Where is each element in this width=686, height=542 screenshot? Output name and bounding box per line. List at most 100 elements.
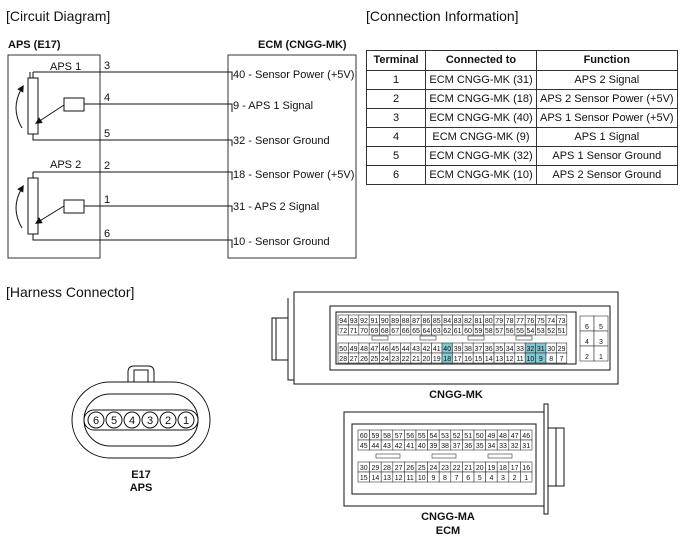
- mk-side-pin-label: 5: [599, 324, 603, 331]
- ecm-terminal-10: 10 - Sensor Ground: [233, 236, 330, 248]
- mk-pin-label: 65: [412, 328, 420, 335]
- mk-pin-label: 16: [464, 356, 472, 363]
- mk-pin-label: 81: [475, 318, 483, 325]
- mk-pin-label: 91: [371, 318, 379, 325]
- wire-pin3: [100, 71, 233, 80]
- mk-pin-label: 51: [558, 328, 566, 335]
- ecm-terminal-18: 18 - Sensor Power (+5V): [233, 169, 354, 181]
- mk-pin-label: 33: [516, 346, 524, 353]
- cell-connected-to: ECM CNGG-MK (40): [425, 108, 537, 128]
- cell-function: APS 2 Signal: [536, 70, 678, 90]
- aps1-travel-arrow-icon: [15, 84, 24, 129]
- mk-pin-label: 69: [371, 328, 379, 335]
- mk-pin-label: 52: [547, 328, 555, 335]
- aps-pin-5: 5: [104, 128, 110, 140]
- cell-terminal: 5: [366, 146, 426, 166]
- ma-pin-label: 18: [499, 465, 507, 472]
- ma-pin-label: 57: [395, 433, 403, 440]
- cell-terminal: 2: [366, 89, 426, 109]
- mk-pin-label: 23: [391, 356, 399, 363]
- cngg-ma-label: CNGG-MA: [421, 511, 475, 523]
- table-row: 1 ECM CNGG-MK (31) APS 2 Signal: [366, 70, 678, 90]
- ma-pin-label: 15: [360, 475, 368, 482]
- mk-pin-label: 11: [516, 356, 523, 363]
- mk-pin-label: 84: [443, 318, 451, 325]
- cell-function: APS 1 Sensor Power (+5V): [536, 108, 678, 128]
- mk-pin-label: 94: [339, 318, 347, 325]
- cell-function: APS 1 Sensor Ground: [536, 146, 678, 166]
- cell-connected-to: ECM CNGG-MK (9): [425, 127, 537, 147]
- mk-pin-label: 63: [433, 328, 441, 335]
- mk-pin-label: 38: [464, 346, 472, 353]
- ma-pin-label: 30: [360, 465, 368, 472]
- ma-pin-label: 22: [453, 465, 461, 472]
- mk-pin-label: 17: [454, 356, 462, 363]
- ma-pin-label: 35: [476, 443, 484, 450]
- mk-side-pin-label: 6: [585, 324, 589, 331]
- aps2-label: APS 2: [50, 159, 81, 171]
- mk-side-pin: [593, 345, 609, 362]
- mk-pin-label: 67: [391, 328, 399, 335]
- ma-pin-label: 53: [441, 433, 449, 440]
- cell-connected-to: ECM CNGG-MK (32): [425, 146, 537, 166]
- ma-pin-label: 24: [430, 465, 438, 472]
- mk-pin-label: 18: [443, 356, 451, 363]
- mk-pin-label: 89: [391, 318, 399, 325]
- ma-pin-label: 47: [511, 433, 519, 440]
- mk-pin-label: 88: [402, 318, 410, 325]
- ma-pin-label: 37: [453, 443, 461, 450]
- circuit-diagram-heading: [Circuit Diagram]: [6, 8, 111, 24]
- ma-pin-label: 19: [488, 465, 496, 472]
- mk-pin-label: 92: [360, 318, 368, 325]
- mk-pin-label: 74: [547, 318, 555, 325]
- mk-pin-label: 20: [423, 356, 431, 363]
- mk-pin-label: 28: [339, 356, 347, 363]
- ma-pin-label: 39: [430, 443, 438, 450]
- cell-terminal: 3: [366, 108, 426, 128]
- table-header-row: Terminal Connected to Function: [366, 50, 678, 71]
- mk-pin-label: 79: [495, 318, 503, 325]
- ma-pin-label: 45: [360, 443, 368, 450]
- ecm-terminal-32: 32 - Sensor Ground: [233, 135, 330, 147]
- ma-pin-label: 55: [418, 433, 426, 440]
- mk-pin-label: 93: [350, 318, 358, 325]
- mk-pin-label: 25: [371, 356, 379, 363]
- mk-pin-label: 72: [339, 328, 347, 335]
- mk-pin-label: 39: [454, 346, 462, 353]
- mk-pin-label: 59: [475, 328, 483, 335]
- ecm-box: [227, 54, 357, 259]
- e17-aps-label: APS: [130, 482, 153, 494]
- ma-pin-label: 12: [395, 475, 403, 482]
- mk-pin-label: 80: [485, 318, 493, 325]
- ma-pin-label: 21: [464, 465, 472, 472]
- mk-pin-label: 35: [495, 346, 503, 353]
- e17-pin-label: 4: [129, 415, 135, 427]
- table-row: 4 ECM CNGG-MK (9) APS 1 Signal: [366, 127, 678, 147]
- mk-side-pin-label: 3: [599, 339, 603, 346]
- ma-pin-label: 3: [501, 475, 505, 482]
- mk-pin-label: 60: [464, 328, 472, 335]
- ma-pin-label: 9: [431, 475, 435, 482]
- ma-pin-label: 41: [406, 443, 414, 450]
- mk-pin-label: 64: [423, 328, 431, 335]
- aps2-resistor-icon: [63, 199, 85, 214]
- cell-terminal: 6: [366, 165, 426, 185]
- ma-pin-label: 32: [511, 443, 519, 450]
- mk-pin-label: 27: [350, 356, 358, 363]
- ma-pin-label: 42: [395, 443, 403, 450]
- mk-side-pin-label: 1: [599, 354, 603, 361]
- mk-pin-label: 70: [360, 328, 368, 335]
- mk-pin-label: 45: [391, 346, 399, 353]
- mk-pin-label: 87: [412, 318, 420, 325]
- table-row: 6 ECM CNGG-MK (10) APS 2 Sensor Ground: [366, 165, 678, 185]
- ma-pin-label: 8: [443, 475, 447, 482]
- mk-side-pin-label: 4: [585, 339, 589, 346]
- connection-info-table: Terminal Connected to Function 1 ECM CNG…: [366, 50, 678, 185]
- header-terminal: Terminal: [366, 50, 426, 71]
- mk-pin-label: 32: [527, 346, 535, 353]
- mk-pin-label: 13: [495, 356, 503, 363]
- cell-connected-to: ECM CNGG-MK (31): [425, 70, 537, 90]
- mk-pin-label: 68: [381, 328, 389, 335]
- ecm-connector-label: ECM: [436, 525, 460, 537]
